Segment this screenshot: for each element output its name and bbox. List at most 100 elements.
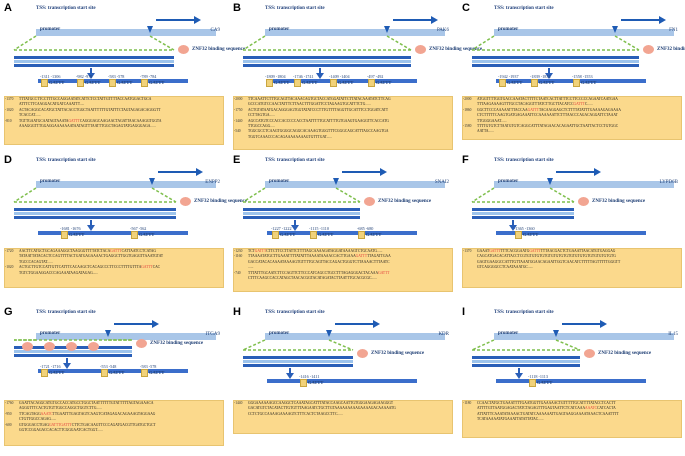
sequence-row: -1370 TTTATGCCTTCCTTTGCCAGGAATATCATTCTCCT… [5,97,223,102]
motif-highlight: AAATC [585,406,598,411]
site-range: -583 -578 [108,74,125,79]
site-motif: GATTT [302,79,318,85]
zoom-lines [471,35,640,51]
sequence-position: -1020 [5,265,14,270]
sequence-row: GACCATACACAAAATAAAAGTGTTTTGCAGTTACCAGACT… [234,260,452,265]
panel-label: C [462,2,470,14]
site-motif: GATTT [318,231,334,237]
gene-name: IL15 [668,332,678,337]
sequence-text: TTGGGGAAAT...... [477,118,507,123]
dna-strand [243,360,353,363]
dna-strand [243,60,411,63]
sequence-position: -2000 [234,97,243,101]
sequence-text: TTTTGTGTCTTAATGTGTCAGGCATTTATAGAACACAGAA… [477,124,619,129]
site-range: -1839 -1834 [530,74,551,79]
site-range: -685 -680 [357,226,374,231]
sequence-row: AGGGTTTCACTGTGTTGGCCAGGCTGGTCTTG...... [5,406,223,411]
gene-bar [36,181,216,188]
zoom-lines [13,187,177,203]
site-marker-icon [358,231,365,239]
sequence-position: -1180 [463,401,472,405]
panel-label: G [4,306,13,318]
sequence-text: TGTTGAATGCAATAGTAAATAGATTTCAGGGAGCAAGAAC… [19,118,162,123]
dna-strand [243,212,360,215]
gene-bar [494,333,674,340]
gene-bar [265,181,445,188]
sequence-row: GACATGTCTACATACTTGTGTTTAAGAATCTGCTTGTAAA… [234,406,452,411]
sequence-text: TTTATGCCTTCCTTTGCCAGGAATATCATTCTCCTATTGT… [19,97,152,101]
sequence-row: TCACCAT...... [5,113,223,118]
promoter-label: promoter [40,179,61,184]
sequence-text: GGCTTCCCAAAAATTTACCAAGATTTTACAAGGAGCTCTT… [477,107,621,112]
dna-strand [472,212,574,215]
gene-name: LYPD6B [659,180,678,185]
site-marker-icon [101,369,108,377]
zoom-line-1 [555,339,581,351]
sequence-row: -1020 ACTGCTTGTCCATTGTTCATTTCACAAGCTCACAG… [5,265,223,270]
sequence-position: -600 [5,422,12,427]
site-marker-icon [499,79,506,87]
zoom-line-0 [471,35,495,51]
sequence-position: -1370 [5,97,14,101]
sequence-text: AGCCATGTCCCACCACCCCCACCTAATTTTTGCATTTTGT… [248,118,389,123]
site-marker-icon [294,79,301,87]
site-motif: GATTT [69,231,85,237]
site-marker-icon [141,369,148,377]
zoom-lines [14,339,132,341]
transcription-arrow-line [342,171,380,173]
promoter-label: promoter [40,331,61,336]
tss-marker-icon [149,178,155,185]
sequence-text: GGGAAAAAAGCCAAGGCTCAAATAGCATTTATACCAAGCA… [248,401,394,405]
motif-highlight: GATTT [378,270,390,275]
site-motif: GATTT [109,369,125,375]
site-range: -1115 -1110 [309,226,329,231]
site-motif: GATTT [376,79,392,85]
motif-highlight: GATTT [573,102,585,107]
zoom-lines [242,339,354,351]
panel-label: A [4,2,12,14]
site-marker-icon [41,79,48,87]
transcription-arrow-line [393,19,431,21]
zoom-lines [471,187,575,203]
dna-strand [14,354,132,357]
down-arrow-icon [545,73,553,79]
sequence-text: ACTGCTTGTCCATTGTTCATTTCACAAGCTCACAGCCCTT… [19,265,161,270]
tss-title: TSS: transcription start site [36,6,96,11]
sequence-text: TTCAGTAGGAAATCTTGAATTTGAGTAGTCAAGTCATAGA… [19,411,156,416]
sequence-text: GGTCCGGAGACCACACTTCGGGAATCACTGGT...... [19,428,103,433]
zoom-line-0 [471,339,495,351]
sequence-row: CTTTCAAGCCACCATAGCTAACACGGTACATAGATACTTA… [234,276,452,281]
site-motif: GATTT [149,79,165,85]
sequence-text: GAAATGATTTTTTCACGGAATGGATTTTTTAACGACTCTG… [477,249,616,253]
sequence-row: TGTCTGGAAGGACCCAGAAATAAGATAGAG...... [5,271,223,276]
sequence-row: GAGTGAAGGCCATTTGTTAAATGGAACAGAATTGGTCAAC… [463,260,681,265]
site-marker-icon [330,79,337,87]
sequence-text: CCTCTGCCAAAAGAAAAGTCTTTCACTCTAAGCCTTC...… [248,411,343,416]
transcription-arrow-icon [196,168,203,176]
sequence-row: GGTCCGGAGACCACACTTCGGGAATCACTGGT...... [5,428,223,433]
zoom-line-1 [386,35,412,51]
motif-highlight: GATTT [48,422,61,427]
down-arrow-line [90,220,92,226]
motif-highlight: GATTT [529,249,541,253]
motif-highlight: GATTT [141,265,153,270]
transcription-arrow-icon [373,320,380,328]
zoom-line-1 [549,187,575,203]
